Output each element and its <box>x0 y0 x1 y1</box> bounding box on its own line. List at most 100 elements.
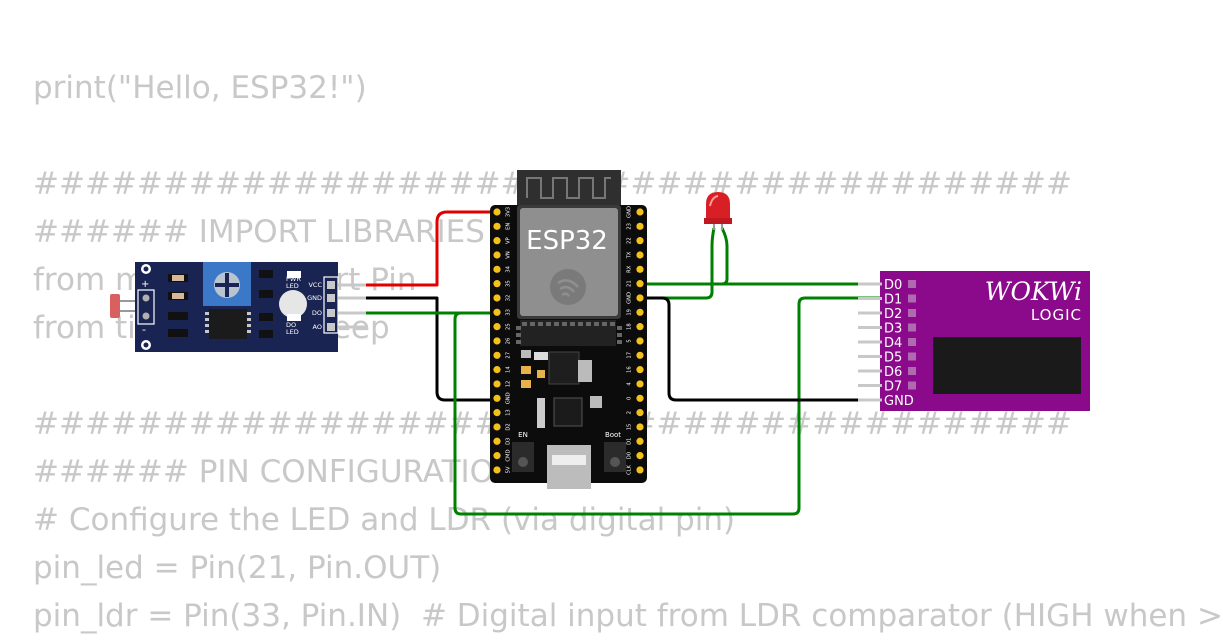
logic-pin-d0[interactable] <box>858 282 882 286</box>
logic-pin-d3[interactable] <box>858 326 882 329</box>
esp32-pin-25[interactable] <box>493 323 501 331</box>
esp32-pin-32[interactable] <box>493 294 501 302</box>
esp32-pin-gnd[interactable] <box>636 208 644 216</box>
esp32-pin-2[interactable] <box>636 409 644 417</box>
esp32-pin-35[interactable] <box>493 280 501 288</box>
logic-pin-d5[interactable] <box>858 355 882 358</box>
logic-pin-d6[interactable] <box>858 369 882 373</box>
esp32-pin-0[interactable] <box>636 394 644 402</box>
red-led[interactable] <box>704 192 732 230</box>
esp32-pin-14[interactable] <box>493 366 501 374</box>
boot-label: Boot <box>605 431 621 439</box>
esp32-pin-tx[interactable] <box>636 251 644 259</box>
esp32-pin-label: 18 <box>627 323 633 330</box>
esp32-pin-gnd[interactable] <box>636 294 644 302</box>
logic-pin-pad <box>908 294 916 303</box>
esp32-pin-16[interactable] <box>636 366 644 374</box>
ldr-pin-vcc[interactable] <box>338 283 366 287</box>
esp32-pin-5[interactable] <box>636 337 644 345</box>
code-line: pin_ldr = Pin(33, Pin.IN) # Digital inpu… <box>33 598 1223 634</box>
esp32-pin-26[interactable] <box>493 337 501 345</box>
logic-pin-d2[interactable] <box>858 311 882 315</box>
esp32-pin-3v3[interactable] <box>493 208 501 216</box>
esp32-pin-d3[interactable] <box>493 437 501 445</box>
esp32-pin-vn[interactable] <box>493 251 501 259</box>
logic-pin-pad <box>908 381 916 390</box>
esp32-pin-label: 35 <box>506 280 512 287</box>
esp32-pin-cmd[interactable] <box>493 452 501 460</box>
esp32-pin-rx[interactable] <box>636 265 644 273</box>
esp32-pin-22[interactable] <box>636 237 644 245</box>
esp32-antenna <box>517 170 621 210</box>
esp32-pin-label: 3V3 <box>506 207 512 217</box>
code-line: pin_led = Pin(21, Pin.OUT) <box>33 550 442 586</box>
minus-label: - <box>142 323 146 336</box>
esp32-pin-d0[interactable] <box>636 452 644 460</box>
esp32-pin-label: VN <box>506 251 512 259</box>
ldr-pin-label: GND <box>307 294 322 302</box>
esp32-pin-label: 4 <box>627 382 633 386</box>
logic-pin-d7[interactable] <box>858 384 882 387</box>
wire-led-cathode[interactable] <box>640 227 716 300</box>
esp32-pin-27[interactable] <box>493 351 501 359</box>
esp32-pin-en[interactable] <box>493 222 501 230</box>
esp32-pin-clk[interactable] <box>636 466 644 474</box>
esp32-pin-18[interactable] <box>636 323 644 331</box>
esp32-pin-5v[interactable] <box>493 466 501 474</box>
esp32-pin-4[interactable] <box>636 380 644 388</box>
esp32-pin-13[interactable] <box>493 409 501 417</box>
ldr-pin-pad <box>327 309 335 317</box>
ldr-pin-ao[interactable] <box>338 325 366 329</box>
esp32-pin-21[interactable] <box>636 280 644 288</box>
wire-gnd-logic-gnd[interactable] <box>640 296 882 402</box>
logic-pin-d4[interactable] <box>858 340 882 344</box>
esp32-pin-label: CLK <box>627 464 633 475</box>
ldr-pin-do[interactable] <box>338 311 366 315</box>
logic-pin-gnd[interactable] <box>858 398 882 402</box>
esp32-pin-33[interactable] <box>493 308 501 316</box>
ldr-pin-pad <box>327 281 335 289</box>
esp32-devkit[interactable]: ESP32 EN Boot 3V3ENVPVN34353233252627141… <box>490 170 647 489</box>
wire-gpio33-logic-d1[interactable] <box>453 296 882 516</box>
wire-vcc-3v3[interactable] <box>366 210 497 287</box>
esp32-pin-label: 32 <box>506 295 512 302</box>
esp32-pin-label: 13 <box>506 409 512 416</box>
logic-analyzer-display <box>933 337 1081 394</box>
esp32-pin-label: VP <box>506 237 512 244</box>
plus-label: + <box>141 279 149 290</box>
esp32-pin-label: GND <box>627 292 633 304</box>
usb-port[interactable] <box>547 445 591 489</box>
esp32-pin-34[interactable] <box>493 265 501 273</box>
wokwi-brand-label: WOKWi <box>985 277 1082 306</box>
esp32-pin-gnd[interactable] <box>493 394 501 402</box>
esp32-pin-d1[interactable] <box>636 437 644 445</box>
logic-pin-label: D7 <box>884 380 902 395</box>
wire-led-anode[interactable] <box>640 227 729 286</box>
esp32-pin-19[interactable] <box>636 308 644 316</box>
logic-pin-pad <box>908 338 916 346</box>
en-label: EN <box>518 431 528 439</box>
logic-pin-d1[interactable] <box>858 297 882 300</box>
esp32-pin-label: 5 <box>627 339 633 342</box>
esp32-pin-23[interactable] <box>636 222 644 230</box>
esp32-pin-15[interactable] <box>636 423 644 431</box>
esp32-pin-label: TX <box>627 251 633 259</box>
ldr-pin-pad <box>327 294 335 302</box>
ldr-pin-gnd[interactable] <box>338 296 366 300</box>
esp32-pin-label: D2 <box>506 423 512 430</box>
code-line: ###### IMPORT LIBRARIES <box>33 214 485 250</box>
esp32-pin-label: 17 <box>627 352 633 359</box>
photoresistor[interactable] <box>110 294 120 318</box>
voltage-regulator <box>548 351 580 385</box>
wire-ldr-gnd[interactable] <box>366 296 497 402</box>
esp32-pin-label: 33 <box>506 309 512 316</box>
esp32-pin-vp[interactable] <box>493 237 501 245</box>
esp32-pin-17[interactable] <box>636 351 644 359</box>
wires <box>366 210 882 516</box>
esp32-pin-12[interactable] <box>493 380 501 388</box>
esp32-pin-d2[interactable] <box>493 423 501 431</box>
logic-pin-pad <box>908 323 916 332</box>
